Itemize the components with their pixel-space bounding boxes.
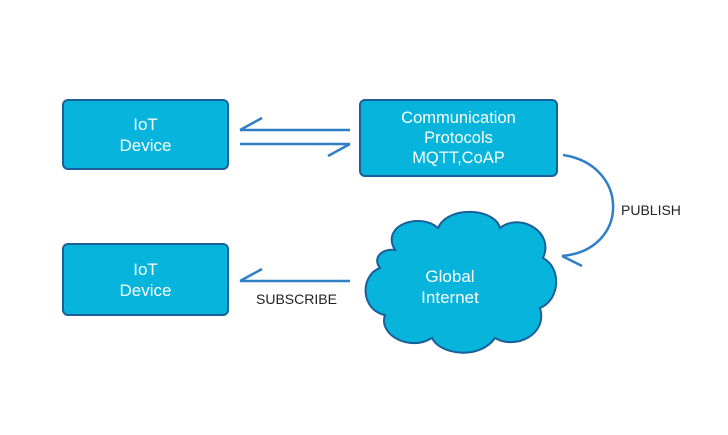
communication-protocols-box: Communication Protocols MQTT,CoAP <box>359 99 558 177</box>
iot-device-top-line1: IoT <box>133 114 158 134</box>
iot-device-bottom-line1: IoT <box>133 259 158 279</box>
comm-line1: Communication <box>401 109 516 127</box>
global-internet-label: Global Internet <box>390 266 510 308</box>
iot-device-bottom-line2: Device <box>119 280 172 300</box>
cloud-line1: Global <box>425 267 475 286</box>
arrow-publish <box>561 153 615 268</box>
iot-device-bottom: IoT Device <box>62 243 229 316</box>
subscribe-label: SUBSCRIBE <box>256 291 337 307</box>
arrow-iot-to-comm <box>240 142 351 158</box>
cloud-line2: Internet <box>421 288 479 307</box>
iot-device-top: IoT Device <box>62 99 229 170</box>
comm-line2: Protocols <box>424 129 493 147</box>
cloud-shape <box>364 210 558 354</box>
comm-line3: MQTT,CoAP <box>412 149 505 167</box>
arrow-comm-to-iot <box>239 116 350 132</box>
publish-label: PUBLISH <box>621 202 681 218</box>
arrow-subscribe <box>239 267 350 283</box>
iot-device-top-line2: Device <box>119 135 172 155</box>
